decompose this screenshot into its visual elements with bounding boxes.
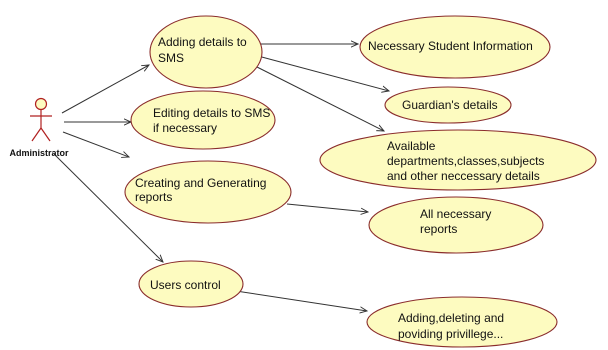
svg-text:Creating and Generating: Creating and Generating reports xyxy=(135,176,270,204)
use-case-creating-reports[interactable]: Creating and Generating reports xyxy=(124,160,292,224)
use-case-label-line: Available xyxy=(387,139,436,153)
actor-label: Administrator xyxy=(9,148,69,158)
use-case-label-line: Necessary Student Information xyxy=(368,39,533,53)
associations xyxy=(53,44,389,311)
use-case-ellipse xyxy=(319,129,597,191)
use-case-label-line: departments,classes,subjects xyxy=(387,154,544,168)
use-case-label-line: Guardian's details xyxy=(402,98,498,112)
use-case-ellipse xyxy=(130,90,276,150)
edge-reports-to-all-reports xyxy=(286,203,368,212)
administrator-actor: Administrator xyxy=(9,97,69,158)
svg-text:Necessary Student Information: Necessary Student Information xyxy=(368,39,533,53)
svg-text:Adding,deleting and povi: Adding,deleting and poviding privillege.… xyxy=(398,311,507,341)
use-case-label-line: SMS xyxy=(158,51,184,65)
use-case-ellipse xyxy=(366,296,558,348)
edge-actor-to-creating-reports xyxy=(62,131,129,157)
use-case-ellipse xyxy=(384,86,512,124)
use-case-adding-details[interactable]: Adding details to SMS xyxy=(149,15,263,89)
actor-head-icon xyxy=(34,97,48,111)
use-case-label-line: Adding details to xyxy=(158,35,247,49)
use-case-all-reports[interactable]: All necessary reports xyxy=(368,196,544,254)
use-case-label-line: Users control xyxy=(150,278,221,292)
use-case-label-line: Creating and Generating xyxy=(135,176,266,190)
use-case-ellipse xyxy=(359,15,551,79)
use-case-ellipse xyxy=(124,160,292,224)
svg-text:All necessary reports: All necessary reports xyxy=(420,207,495,236)
use-case-label-line: Editing details to SMS xyxy=(153,106,270,120)
actor-left-leg xyxy=(31,127,42,142)
use-case-label-line: and other neccessary details xyxy=(387,169,540,183)
svg-text:Guardian's details: Guardian's details xyxy=(402,98,498,112)
use-case-label-line: Adding,deleting and xyxy=(398,311,504,325)
actor-right-leg xyxy=(40,127,51,142)
use-case-label-line: All necessary xyxy=(420,207,491,221)
use-case-student-info[interactable]: Necessary Student Information xyxy=(359,15,551,79)
edge-users-to-adding-deleting xyxy=(235,290,367,311)
edge-actor-to-users-control xyxy=(53,153,163,262)
edge-actor-to-adding-details xyxy=(61,65,149,114)
use-case-label-line: poviding privillege... xyxy=(398,327,503,341)
use-case-editing-details[interactable]: Editing details to SMS if necessary xyxy=(130,90,276,150)
svg-text:Adding details to SMS: Adding details to SMS xyxy=(158,35,250,65)
use-case-ellipse xyxy=(149,15,263,89)
use-case-label-line: reports xyxy=(135,190,172,204)
use-case-ellipse xyxy=(368,196,544,254)
use-case-available-departments[interactable]: Available departments,classes,subjects a… xyxy=(319,129,597,191)
svg-text:Users control: Users control xyxy=(150,278,221,292)
use-case-label-line: if necessary xyxy=(153,121,217,135)
svg-text:Available departments,cl: Available departments,classes,subjects a… xyxy=(387,139,548,183)
edge-adding-to-guardian xyxy=(257,55,389,91)
use-case-label-line: reports xyxy=(420,222,457,236)
use-case-guardian-details[interactable]: Guardian's details xyxy=(384,86,512,124)
use-case-adding-deleting[interactable]: Adding,deleting and poviding privillege.… xyxy=(366,296,558,348)
use-case-users-control[interactable]: Users control xyxy=(138,260,244,308)
use-case-ellipse xyxy=(138,260,244,308)
svg-text:Editing details to SMS i: Editing details to SMS if necessary xyxy=(153,106,274,135)
edge-adding-to-available xyxy=(254,65,384,131)
